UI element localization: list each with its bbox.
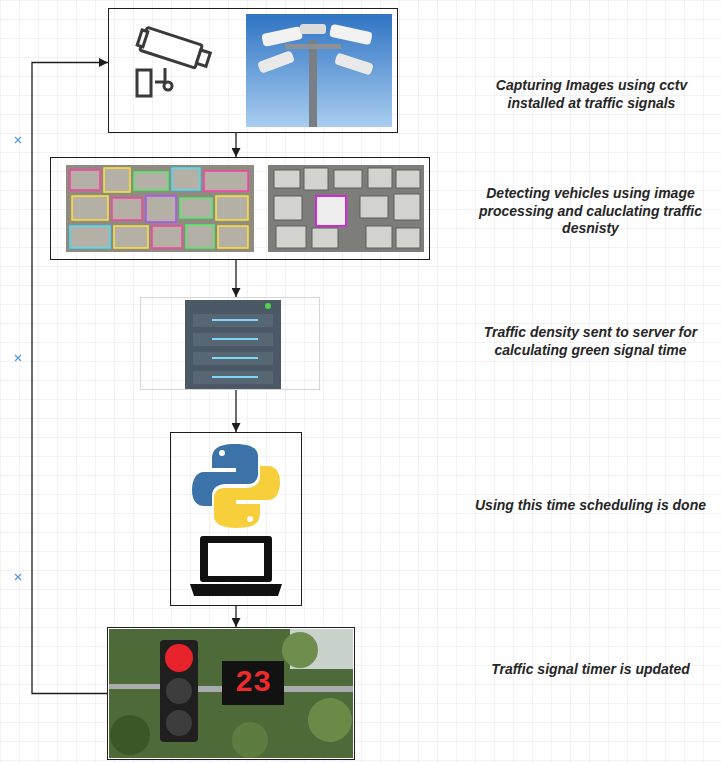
- timer-digits: 23: [222, 661, 284, 705]
- process-step-box: Capturing Images using cctv installed at…: [108, 8, 398, 133]
- step-caption: Traffic density sent to server for calcu…: [466, 324, 716, 359]
- traffic-detection-photo: [66, 165, 424, 252]
- flow-arrow: [235, 260, 236, 297]
- flow-arrow: [235, 390, 236, 432]
- cctv-icon: [136, 26, 212, 96]
- step-caption: Using this time scheduling is done: [466, 497, 716, 515]
- laptop-icon: [190, 536, 282, 596]
- grid-marker: [15, 137, 21, 580]
- traffic-light-photo: [109, 629, 353, 758]
- step-caption: Capturing Images using cctv installed at…: [470, 77, 714, 112]
- process-step-box: Detecting vehicles using image processin…: [50, 157, 430, 260]
- process-step-box: Using this time scheduling is done: [170, 432, 302, 606]
- flow-arrow: [235, 133, 236, 157]
- camera-photo: [246, 14, 392, 127]
- step-caption: Detecting vehicles using image processin…: [466, 185, 716, 238]
- flow-arrow: [235, 606, 236, 627]
- server-icon: [185, 300, 281, 389]
- python-logo: [192, 444, 280, 528]
- process-step-box: Traffic density sent to server for calcu…: [140, 297, 320, 390]
- process-step-box: Traffic signal timer is updated: [107, 627, 355, 760]
- step-caption: Traffic signal timer is updated: [466, 661, 716, 679]
